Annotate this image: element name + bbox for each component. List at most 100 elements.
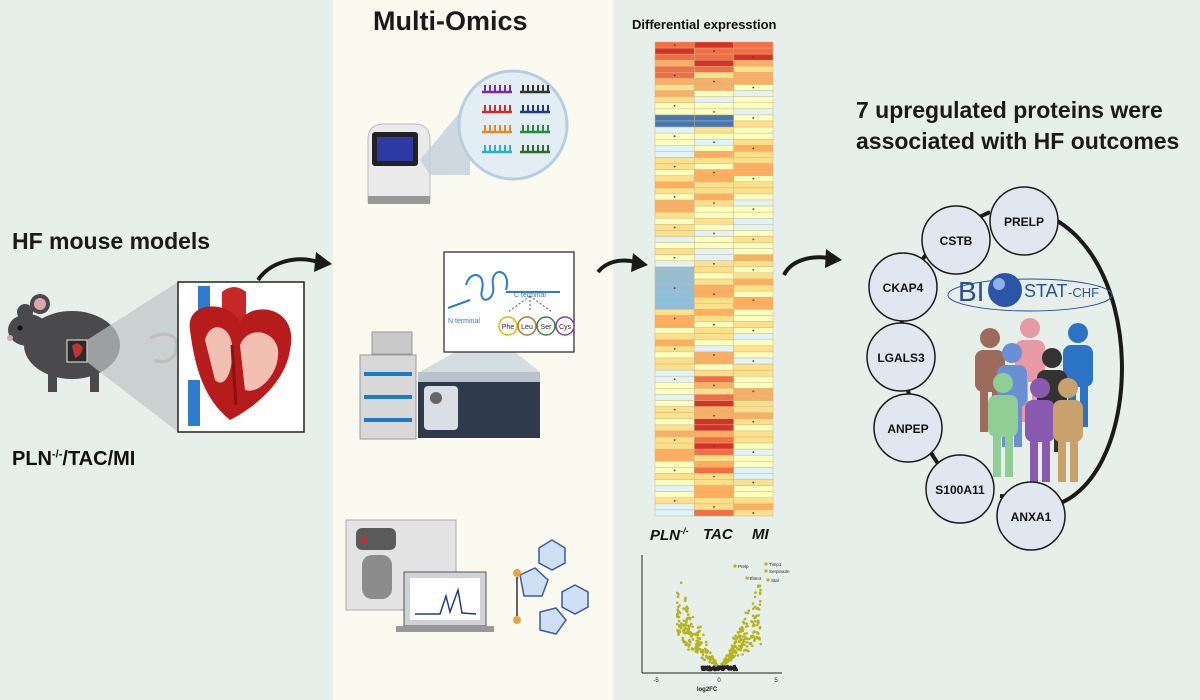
heatmap-cell: [694, 430, 734, 438]
heatmap-cell: [733, 467, 774, 474]
volcano-point: [753, 595, 757, 599]
significance-mark: [752, 420, 755, 423]
volcano-point: [677, 610, 681, 614]
volcano-point: [758, 636, 761, 640]
volcano-point: [677, 619, 681, 623]
heatmap-cell: [694, 248, 734, 255]
heatmap-cell: [654, 90, 695, 97]
heatmap: [654, 41, 774, 517]
volcano-point: [729, 653, 733, 657]
volcano-point: [697, 630, 701, 633]
volcano-point: [682, 607, 685, 610]
volcano-point: [680, 622, 683, 625]
volcano-point: [744, 611, 748, 615]
col-pln-sup: -/-: [680, 526, 689, 536]
heatmap-cell: [694, 406, 734, 413]
heatmap-cell: [694, 369, 734, 377]
volcano-point: [753, 624, 756, 627]
protein-node: S100A11: [925, 454, 995, 524]
volcano-point: [734, 634, 737, 638]
significance-mark: [713, 414, 715, 417]
significance-mark: [752, 208, 755, 211]
heatmap-cell: [733, 138, 774, 146]
volcano-point-ns: [708, 666, 712, 670]
residue-bead: [536, 316, 556, 336]
heatmap-col-tac: TAC: [703, 526, 733, 543]
volcano-point-ns: [728, 666, 731, 670]
heatmap-cell: [654, 303, 695, 310]
heatmap-cell: [733, 454, 774, 462]
heatmap-cell: [733, 151, 774, 158]
heatmap-cell: [654, 272, 695, 280]
heatmap-cell: [733, 394, 774, 401]
protein-node-label: PRELP: [1004, 215, 1044, 229]
volcano-point-label: Star: [771, 578, 780, 583]
volcano-point: [675, 622, 679, 626]
heatmap-cell: [733, 41, 774, 49]
volcano-point: [752, 635, 756, 639]
heatmap-cell: [733, 211, 774, 219]
volcano-point: [726, 654, 730, 657]
heatmap-cell: [694, 90, 734, 97]
heatmap-cell: [654, 187, 695, 195]
heatmap-cell: [694, 479, 734, 486]
heatmap-cell: [733, 351, 774, 359]
heatmap-cell: [733, 163, 774, 170]
significance-mark: [673, 196, 676, 198]
heatmap-cell: [733, 59, 774, 67]
volcano-point: [697, 647, 700, 651]
heatmap-cell: [694, 467, 734, 474]
heatmap-cell: [733, 503, 774, 511]
volcano-point-ns: [712, 665, 716, 669]
volcano-x-tick: -5: [653, 678, 659, 684]
heatmap-cell: [733, 473, 774, 480]
heatmap-cell: [654, 120, 695, 128]
heatmap-cell: [733, 412, 774, 420]
heatmap-cell: [694, 120, 734, 128]
heatmap-cell: [694, 145, 734, 152]
residue-label: Ser: [541, 324, 553, 331]
heatmap-cell: [733, 181, 774, 189]
logo-text-bi: BI: [958, 276, 984, 307]
volcano-point: [754, 591, 757, 594]
heatmap-cell: [733, 96, 774, 104]
protein-node: LGALS3: [866, 322, 936, 392]
heatmap-cell: [733, 290, 774, 298]
heatmap-cell: [654, 333, 695, 341]
residue-bead: [517, 316, 537, 336]
heatmap-cell: [654, 278, 695, 286]
heatmap-cell: [654, 485, 695, 492]
heatmap-cell: [654, 114, 695, 122]
volcano-point: [759, 588, 762, 592]
residue-bead: [498, 316, 518, 336]
heatmap-cell: [654, 290, 695, 298]
heatmap-cell: [694, 296, 734, 304]
heatmap-cell: [733, 400, 774, 407]
heatmap-cell: [733, 157, 774, 164]
volcano-point: [736, 648, 740, 651]
heatmap-cell: [694, 278, 734, 286]
heatmap-cell: [654, 47, 695, 55]
person-head: [1030, 378, 1050, 398]
heatmap-cell: [694, 509, 734, 517]
volcano-point-ns: [714, 668, 718, 672]
right-title: 7 upregulated proteins were associated w…: [856, 95, 1179, 157]
volcano-point-label: Serpina3n: [769, 569, 790, 574]
significance-mark: [673, 135, 676, 138]
significance-mark: [713, 384, 715, 387]
volcano-point: [679, 581, 683, 585]
volcano-point: [680, 626, 683, 630]
volcano-point: [734, 649, 737, 652]
volcano-point: [751, 602, 755, 605]
significance-mark: [673, 439, 676, 441]
heatmap-cell: [654, 248, 695, 255]
volcano-point: [699, 641, 703, 644]
models-label: PLN-/-/TAC/MI: [12, 448, 135, 471]
significance-mark: [752, 147, 755, 150]
heatmap-cell: [733, 217, 774, 225]
volcano-point-ns: [705, 666, 709, 669]
col-pln-main: PLN: [650, 527, 680, 544]
heatmap-cell: [654, 242, 695, 249]
heatmap-cell: [654, 59, 695, 67]
heatmap-cell: [654, 53, 695, 61]
